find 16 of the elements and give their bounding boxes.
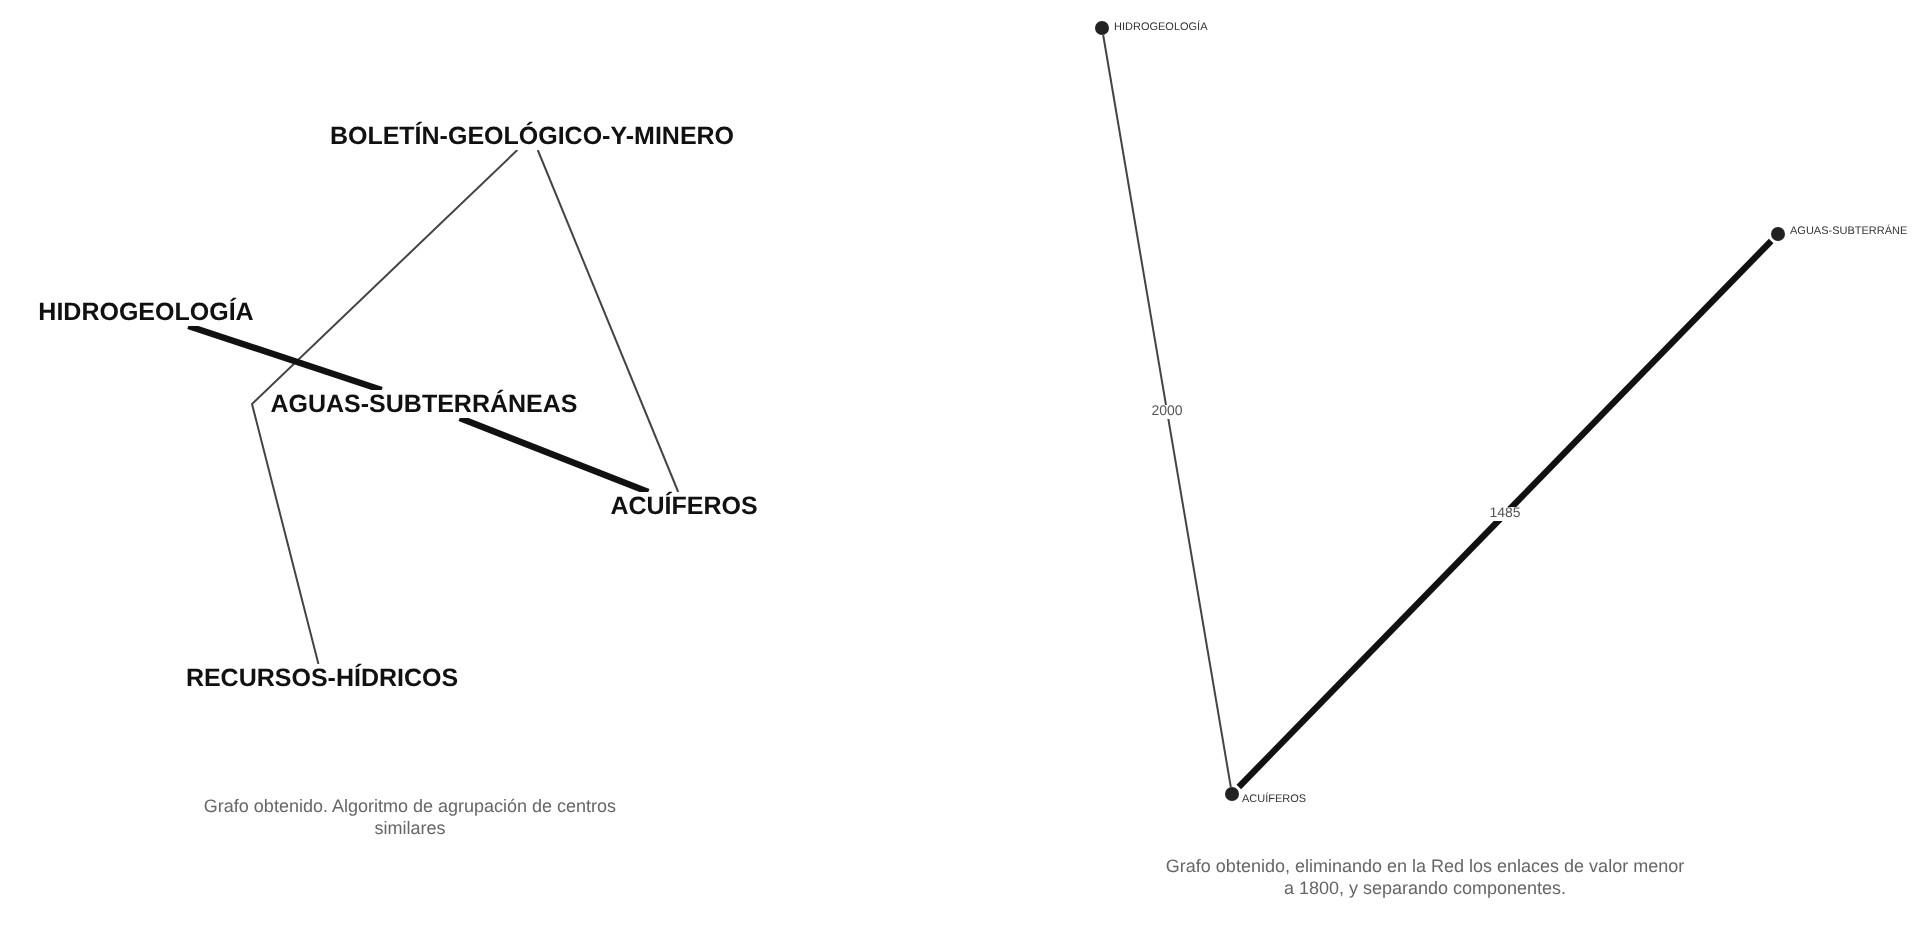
connector-line [536, 149, 680, 493]
node-dot [1771, 227, 1785, 241]
figure-caption: Grafo obtenido, eliminando en la Red los enlaces de valor menor a 1800, y separando componentes. [1163, 856, 1687, 900]
node-label: RECURSOS-HÍDRICOS [183, 664, 461, 692]
node-dot [1225, 787, 1239, 801]
connector-line [1236, 238, 1774, 790]
figure-caption: Grafo obtenido. Algoritmo de agrupación de centros similares [201, 796, 619, 840]
node-label: BOLETÍN-GEOLÓGICO-Y-MINERO [327, 122, 737, 150]
connector-line [458, 415, 650, 495]
node-label: AGUAS-SUBTERRÁNEAS [268, 390, 580, 418]
connector-line [250, 149, 519, 665]
node-label: ACUÍFEROS [608, 492, 760, 520]
connector-line [187, 322, 383, 394]
connector-line [1102, 34, 1232, 788]
node-label: HIDROGEOLOGÍA [36, 298, 256, 326]
node-dot [1095, 21, 1109, 35]
